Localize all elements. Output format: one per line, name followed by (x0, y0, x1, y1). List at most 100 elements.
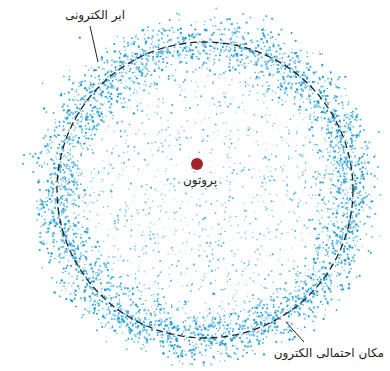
cloud-dot (82, 147, 84, 149)
cloud-dot (339, 299, 341, 301)
cloud-dot (272, 306, 275, 309)
cloud-dot (55, 203, 56, 204)
cloud-dot (314, 116, 315, 117)
cloud-dot (236, 354, 237, 355)
cloud-dot (262, 85, 264, 87)
cloud-dot (343, 232, 345, 234)
cloud-dot (52, 183, 54, 185)
cloud-dot (229, 59, 231, 61)
cloud-dot (167, 339, 169, 341)
cloud-dot (108, 306, 110, 308)
cloud-dot (295, 282, 297, 284)
cloud-dot (87, 119, 88, 120)
cloud-dot (104, 326, 105, 327)
cloud-dot (350, 179, 352, 181)
cloud-dot (161, 334, 164, 337)
cloud-dot (367, 154, 369, 156)
cloud-dot (163, 308, 165, 310)
cloud-dot (262, 71, 264, 73)
cloud-dot (283, 43, 284, 44)
cloud-dot (156, 332, 157, 333)
cloud-dot (165, 333, 167, 335)
cloud-dot (240, 44, 242, 46)
cloud-dot (224, 321, 226, 323)
cloud-dot (219, 29, 221, 31)
cloud-dot (192, 331, 194, 333)
cloud-dot (41, 165, 43, 167)
cloud-dot (356, 235, 358, 237)
cloud-dot (77, 167, 79, 169)
cloud-dot (61, 93, 63, 95)
cloud-dot (241, 340, 243, 342)
cloud-dot (165, 57, 166, 58)
cloud-dot (100, 113, 103, 116)
cloud-dot (98, 93, 100, 95)
cloud-dot (66, 168, 67, 169)
cloud-dot (80, 84, 82, 86)
cloud-dot (282, 76, 284, 78)
cloud-dot (328, 247, 330, 249)
cloud-dot (94, 134, 96, 136)
cloud-dot (332, 247, 334, 249)
cloud-dot (258, 341, 260, 343)
cloud-dot (328, 155, 330, 157)
cloud-dot (124, 72, 125, 73)
cloud-dot (283, 78, 285, 80)
cloud-dot (154, 326, 155, 327)
cloud-dot (373, 156, 375, 158)
cloud-dot (338, 257, 340, 259)
cloud-dot (347, 254, 349, 256)
cloud-dot (137, 341, 139, 343)
cloud-dot (118, 294, 120, 296)
cloud-dot (275, 314, 277, 316)
cloud-dot (121, 289, 123, 291)
cloud-dot (39, 249, 41, 251)
cloud-dot (305, 258, 307, 260)
cloud-dot (365, 149, 367, 151)
cloud-dot (345, 157, 347, 159)
cloud-dot (228, 303, 230, 305)
cloud-dot (191, 356, 193, 358)
cloud-dot (230, 323, 232, 325)
cloud-dot (347, 192, 348, 193)
cloud-dot (346, 142, 348, 144)
cloud-dot (230, 50, 231, 51)
cloud-dot (272, 46, 273, 47)
cloud-dot (185, 62, 187, 64)
cloud-dot (145, 41, 147, 43)
cloud-dot (313, 315, 315, 317)
cloud-dot (89, 86, 91, 88)
cloud-dot (99, 265, 101, 267)
cloud-dot (220, 38, 222, 40)
cloud-dot (357, 188, 358, 189)
cloud-dot (229, 47, 230, 48)
cloud-dot (229, 327, 231, 329)
cloud-dot (350, 187, 351, 188)
cloud-dot (98, 319, 99, 320)
cloud-dot (238, 316, 240, 318)
cloud-dot (183, 326, 185, 328)
cloud-dot (37, 181, 40, 184)
cloud-dot (339, 120, 341, 122)
cloud-dot (98, 83, 100, 85)
cloud-dot (294, 52, 297, 55)
cloud-dot (71, 249, 73, 251)
cloud-dot (196, 326, 197, 327)
cloud-dot (129, 68, 131, 70)
cloud-dot (230, 356, 232, 358)
cloud-dot (136, 34, 137, 35)
cloud-dot (297, 311, 298, 312)
cloud-dot (263, 304, 265, 306)
cloud-dot (78, 197, 80, 199)
cloud-dot (49, 173, 51, 175)
cloud-dot (71, 195, 73, 197)
cloud-dot (51, 200, 53, 202)
cloud-dot (346, 165, 348, 167)
cloud-dot (119, 79, 121, 81)
cloud-dot (199, 52, 201, 54)
cloud-dot (101, 326, 103, 328)
cloud-dot (342, 167, 344, 169)
cloud-dot (232, 345, 234, 347)
cloud-dot (253, 64, 255, 66)
cloud-dot (359, 182, 361, 184)
